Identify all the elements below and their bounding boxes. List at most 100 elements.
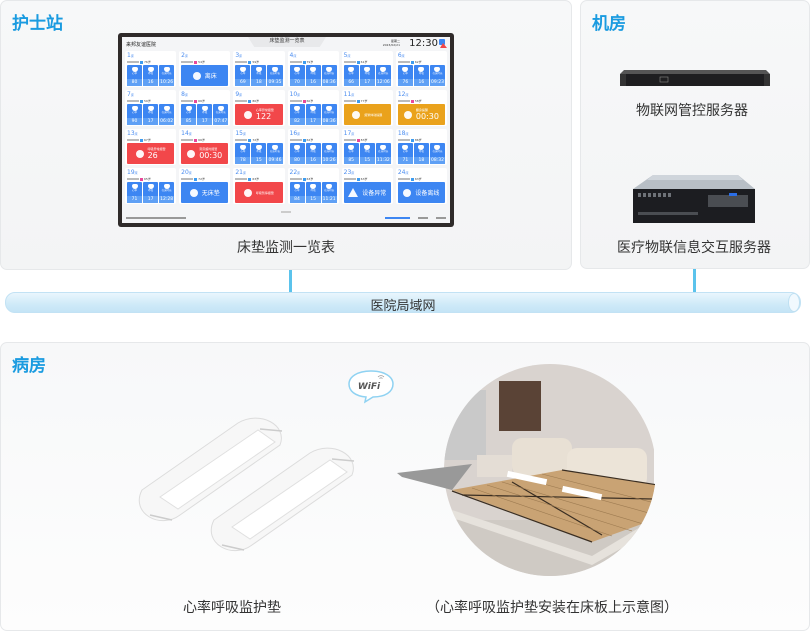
metric-label: 心率 [294,111,300,114]
patient-name [235,178,248,180]
respiration-value: 16 [143,79,159,86]
patient-info: 77岁 [343,99,391,103]
bed-card[interactable]: 24床 63岁设备离线 [395,168,447,204]
page-indicator[interactable] [281,211,291,213]
patient-age: 72岁 [252,138,260,142]
metric-label: 在床时长 [378,150,389,153]
gender-icon [410,177,414,181]
heart-rate-value: 66 [343,79,359,86]
status-value: 26 [147,151,158,160]
status-icon [135,149,144,158]
status-label: 呼吸异常报警 [147,147,166,151]
patient-age: 63岁 [414,177,422,181]
bed-card[interactable]: 2床 54岁离床 [179,51,231,87]
clock: 12:30 [409,38,438,49]
bed-status: 设备异常 [343,182,391,203]
heart-rate-value: 84 [289,196,305,203]
patient-info: 63岁 [397,177,445,181]
nurse-station-title: 护士站 [12,14,63,34]
bed-number: 13床 [127,130,138,137]
metric-label: 在床时长 [324,189,335,192]
bed-number: 1床 [127,52,134,59]
gender-icon [302,60,306,64]
metric-label: 心率 [240,72,246,75]
respiration-value: 17 [143,196,159,203]
metric-label: 心率 [402,150,408,153]
alarm-bell-icon[interactable] [439,39,447,48]
metric-label: 呼吸 [310,150,316,153]
gender-icon [194,138,198,142]
metric-label: 呼吸 [364,150,370,153]
metric-label: 在床时长 [161,72,172,75]
server-room-title: 机房 [592,14,626,34]
metric-label: 呼吸 [418,72,424,75]
bed-number: 23床 [343,169,355,176]
in-bed-duration-value: 10:26 [321,157,337,164]
date: 2023/02/21 [382,42,400,47]
patient-name [289,100,302,102]
patient-age: 67岁 [144,138,151,142]
bed-number: 18床 [397,130,409,137]
metric-label: 在床时长 [161,111,172,114]
metric-label: 心率 [402,72,408,75]
patient-info: 76岁 [127,60,174,64]
bed-number: 14床 [181,130,192,137]
bed-icon [434,145,441,150]
bed-icon [434,67,441,72]
patient-name [127,100,139,102]
metric-label: 呼吸 [364,72,370,75]
bed-card[interactable]: 23床 63岁设备异常 [341,168,393,204]
bed-card[interactable]: 20床 72岁无床垫 [179,168,231,204]
patient-age: 63岁 [306,177,314,181]
bed-card[interactable]: 21床 63岁呼吸暂停报警 [233,168,285,204]
gender-icon [302,99,306,103]
gender-icon [194,99,198,103]
bed-number: 6床 [397,52,405,59]
bed-number: 8床 [181,91,188,98]
patient-name [235,61,248,63]
heart-rate-value: 80 [289,157,305,164]
heart-rate-value: 76 [397,79,413,86]
gender-icon [356,60,360,64]
patient-age: 77岁 [360,99,368,103]
server-label-iot: 物联网管控服务器 [636,103,748,119]
patient-info: 59岁 [235,60,282,64]
in-bed-duration-value: 08:36 [321,118,337,125]
bed-number: 17床 [343,130,355,137]
status-label: 离床超时报警 [199,147,218,151]
bed-card[interactable]: 11床 77岁频繁体动提醒 [341,90,393,126]
